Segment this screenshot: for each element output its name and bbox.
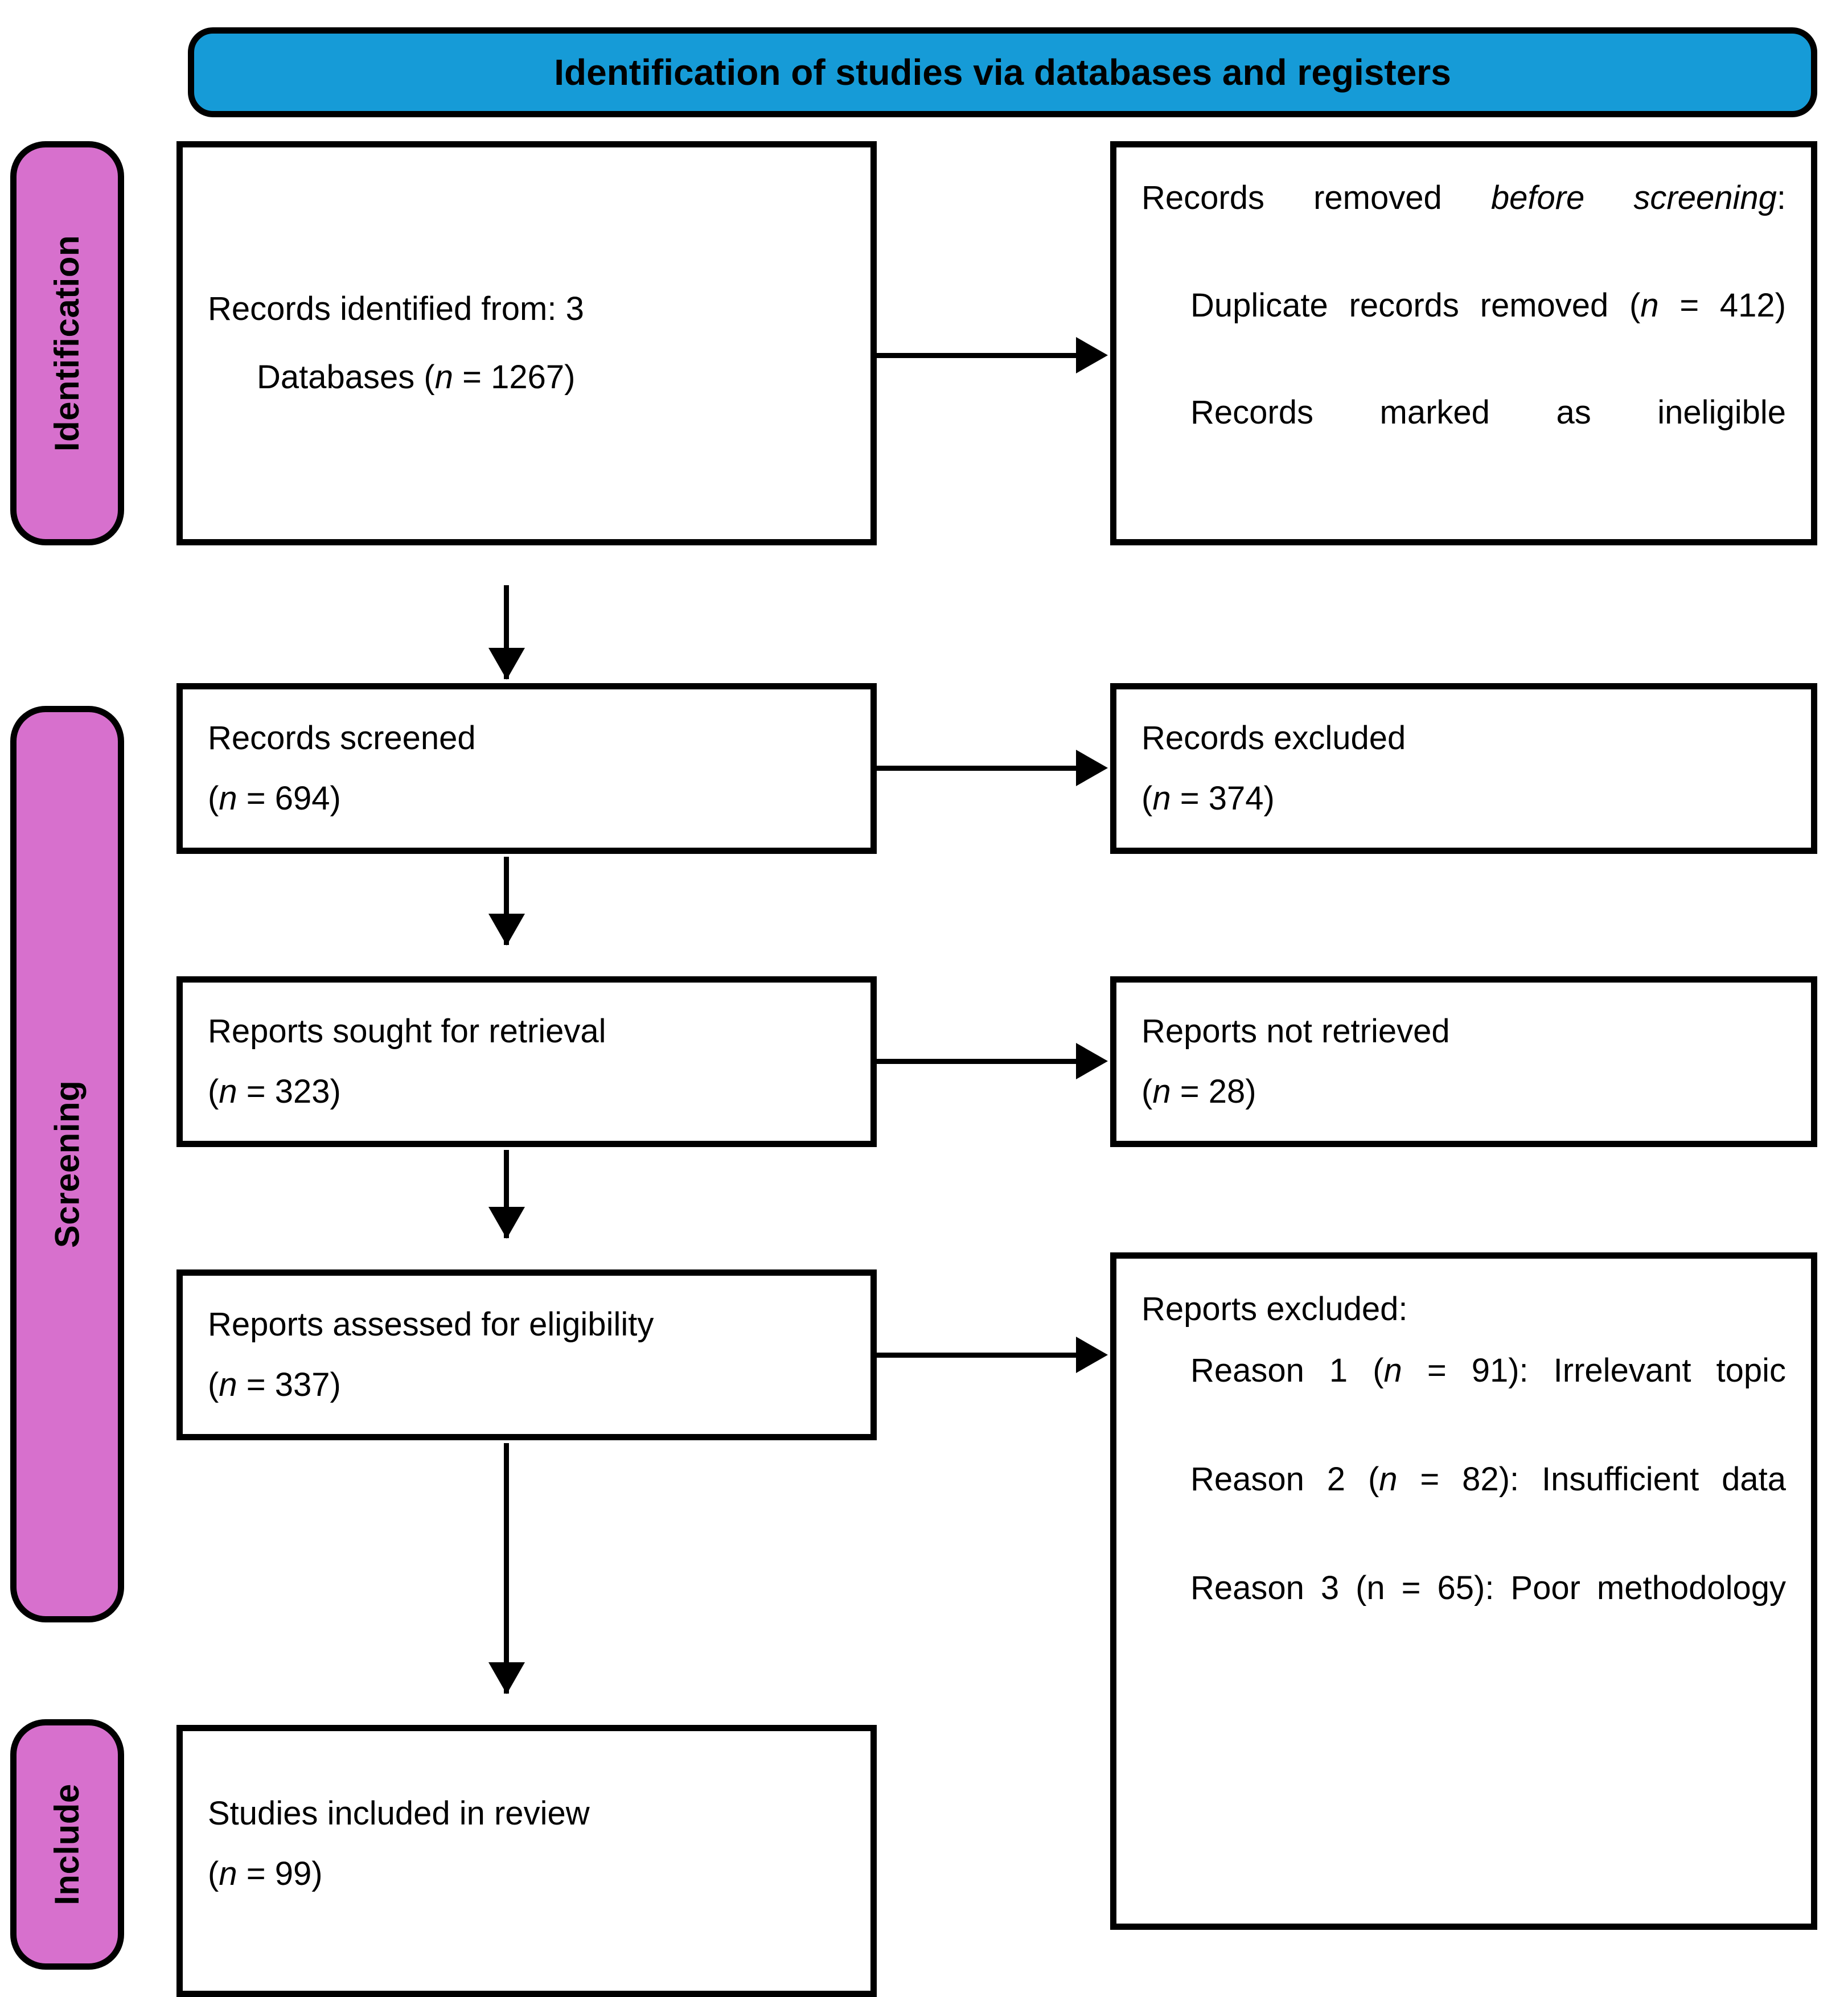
reports-excluded-reason-1: Reason 1 (n = 91): Irrelevant topic bbox=[1141, 1347, 1786, 1441]
reports-excluded-reason-3: Reason 3 (n = 65): Poor methodology bbox=[1190, 1569, 1786, 1606]
box-records-screened: Records screened (n = 694) bbox=[176, 683, 877, 854]
studies-included-count: = 99) bbox=[237, 1855, 323, 1892]
arrow-assessed-to-included-head bbox=[488, 1662, 525, 1694]
box-reports-not-retrieved: Reports not retrieved (n = 28) bbox=[1110, 976, 1817, 1147]
arrow-identified-to-removed bbox=[877, 353, 1076, 358]
reason-2-n-symbol: n bbox=[1379, 1461, 1398, 1498]
reports-assessed-line2: (n = 337) bbox=[208, 1362, 845, 1408]
reports-sought-count: = 323) bbox=[237, 1073, 341, 1110]
reports-excluded-heading: Reports excluded: bbox=[1141, 1291, 1408, 1328]
records-excluded-line1: Records excluded bbox=[1141, 719, 1406, 757]
box-reports-excluded: Reports excluded: Reason 1 (n = 91): Irr… bbox=[1110, 1252, 1817, 1930]
records-excluded-line2: (n = 374) bbox=[1141, 775, 1786, 822]
box-records-excluded: Records excluded (n = 374) bbox=[1110, 683, 1817, 854]
records-removed-item-ineligible: Records marked as ineligible bbox=[1190, 394, 1786, 432]
reports-assessed-count: = 337) bbox=[237, 1366, 341, 1403]
arrow-sought-to-not-retrieved bbox=[877, 1059, 1076, 1064]
reports-sought-line1: Reports sought for retrieval bbox=[208, 1012, 606, 1050]
records-screened-line2: (n = 694) bbox=[208, 775, 845, 822]
studies-included-line2: (n = 99) bbox=[208, 1851, 845, 1897]
reports-excluded-reason-2: Reason 2 (n = 82): Insufficient data bbox=[1141, 1456, 1786, 1550]
arrow-sought-to-assessed bbox=[504, 1150, 509, 1238]
reports-assessed-paren-open: ( bbox=[208, 1366, 219, 1403]
phase-tab-screening: Screening bbox=[10, 706, 124, 1622]
records-identified-line2-suffix: = 1267) bbox=[453, 359, 576, 396]
records-screened-line1: Records screened bbox=[208, 719, 476, 757]
arrow-screened-to-sought bbox=[504, 857, 509, 945]
reports-not-retrieved-line2: (n = 28) bbox=[1141, 1069, 1786, 1115]
records-excluded-n-symbol: n bbox=[1152, 780, 1171, 817]
reason-2-label: Reason 2 ( bbox=[1190, 1461, 1379, 1498]
reason-1-label: Reason 1 ( bbox=[1190, 1352, 1384, 1390]
header-banner: Identification of studies via databases … bbox=[188, 27, 1817, 117]
reports-not-retrieved-paren-open: ( bbox=[1141, 1073, 1153, 1110]
studies-included-n-symbol: n bbox=[219, 1855, 237, 1892]
records-excluded-paren-open: ( bbox=[1141, 780, 1153, 817]
records-removed-heading: Records removed before screening: bbox=[1141, 175, 1786, 269]
reports-sought-paren-open: ( bbox=[208, 1073, 219, 1110]
duplicates-count: = 412) bbox=[1658, 286, 1787, 324]
reason-1-n-symbol: n bbox=[1383, 1352, 1402, 1390]
records-screened-n-symbol: n bbox=[219, 780, 237, 817]
records-removed-item-duplicates: Duplicate records removed (n = 412) bbox=[1141, 282, 1786, 376]
arrow-assessed-to-included bbox=[504, 1443, 509, 1694]
reports-sought-n-symbol: n bbox=[219, 1073, 237, 1110]
records-identified-line1: Records identified from: 3 bbox=[208, 290, 584, 327]
records-removed-heading-suffix: : bbox=[1776, 179, 1786, 216]
reports-not-retrieved-line1: Reports not retrieved bbox=[1141, 1012, 1450, 1050]
reports-not-retrieved-count: = 28) bbox=[1171, 1073, 1256, 1110]
arrow-assessed-to-excluded-head bbox=[1076, 1337, 1108, 1373]
arrow-identified-to-screened bbox=[504, 585, 509, 679]
arrow-sought-to-not-retrieved-head bbox=[1076, 1043, 1108, 1079]
reports-not-retrieved-n-symbol: n bbox=[1152, 1073, 1171, 1110]
records-screened-paren-open: ( bbox=[208, 780, 219, 817]
arrow-screened-to-excluded-head bbox=[1076, 750, 1108, 786]
reports-assessed-line1: Reports assessed for eligibility bbox=[208, 1305, 654, 1343]
phase-tab-identification: Identification bbox=[10, 141, 124, 545]
phase-tab-include: Include bbox=[10, 1719, 124, 1970]
header-banner-title: Identification of studies via databases … bbox=[554, 51, 1451, 93]
studies-included-paren-open: ( bbox=[208, 1855, 219, 1892]
box-records-removed: Records removed before screening: Duplic… bbox=[1110, 141, 1817, 545]
reason-2-detail: = 82): Insufficient data bbox=[1397, 1461, 1786, 1498]
arrow-assessed-to-excluded bbox=[877, 1353, 1076, 1358]
phase-tab-include-label: Include bbox=[48, 1784, 86, 1905]
reports-assessed-n-symbol: n bbox=[219, 1366, 237, 1403]
duplicates-n-symbol: n bbox=[1640, 286, 1659, 324]
arrow-screened-to-excluded bbox=[877, 766, 1076, 771]
box-reports-assessed: Reports assessed for eligibility (n = 33… bbox=[176, 1269, 877, 1440]
arrow-identified-to-screened-head bbox=[488, 648, 525, 680]
records-removed-heading-prefix: Records removed bbox=[1141, 179, 1491, 216]
reason-1-detail: = 91): Irrelevant topic bbox=[1402, 1352, 1786, 1390]
duplicates-label: Duplicate records removed ( bbox=[1190, 286, 1641, 324]
records-identified-n-symbol: n bbox=[434, 359, 453, 396]
phase-tab-screening-label: Screening bbox=[48, 1080, 87, 1248]
box-reports-sought: Reports sought for retrieval (n = 323) bbox=[176, 976, 877, 1147]
box-records-identified: Records identified from: 3 Databases (n … bbox=[176, 141, 877, 545]
records-excluded-count: = 374) bbox=[1171, 780, 1275, 817]
box-studies-included: Studies included in review (n = 99) bbox=[176, 1725, 877, 1997]
arrow-identified-to-removed-head bbox=[1076, 337, 1108, 373]
records-identified-line2-prefix: Databases ( bbox=[257, 359, 435, 396]
arrow-screened-to-sought-head bbox=[488, 914, 525, 946]
records-removed-heading-italic: before screening bbox=[1490, 179, 1777, 216]
reports-sought-line2: (n = 323) bbox=[208, 1069, 845, 1115]
studies-included-line1: Studies included in review bbox=[208, 1794, 590, 1832]
phase-tab-identification-label: Identification bbox=[48, 235, 86, 452]
records-screened-count: = 694) bbox=[237, 780, 341, 817]
records-identified-line2: Databases (n = 1267) bbox=[208, 354, 845, 401]
arrow-sought-to-assessed-head bbox=[488, 1207, 525, 1239]
